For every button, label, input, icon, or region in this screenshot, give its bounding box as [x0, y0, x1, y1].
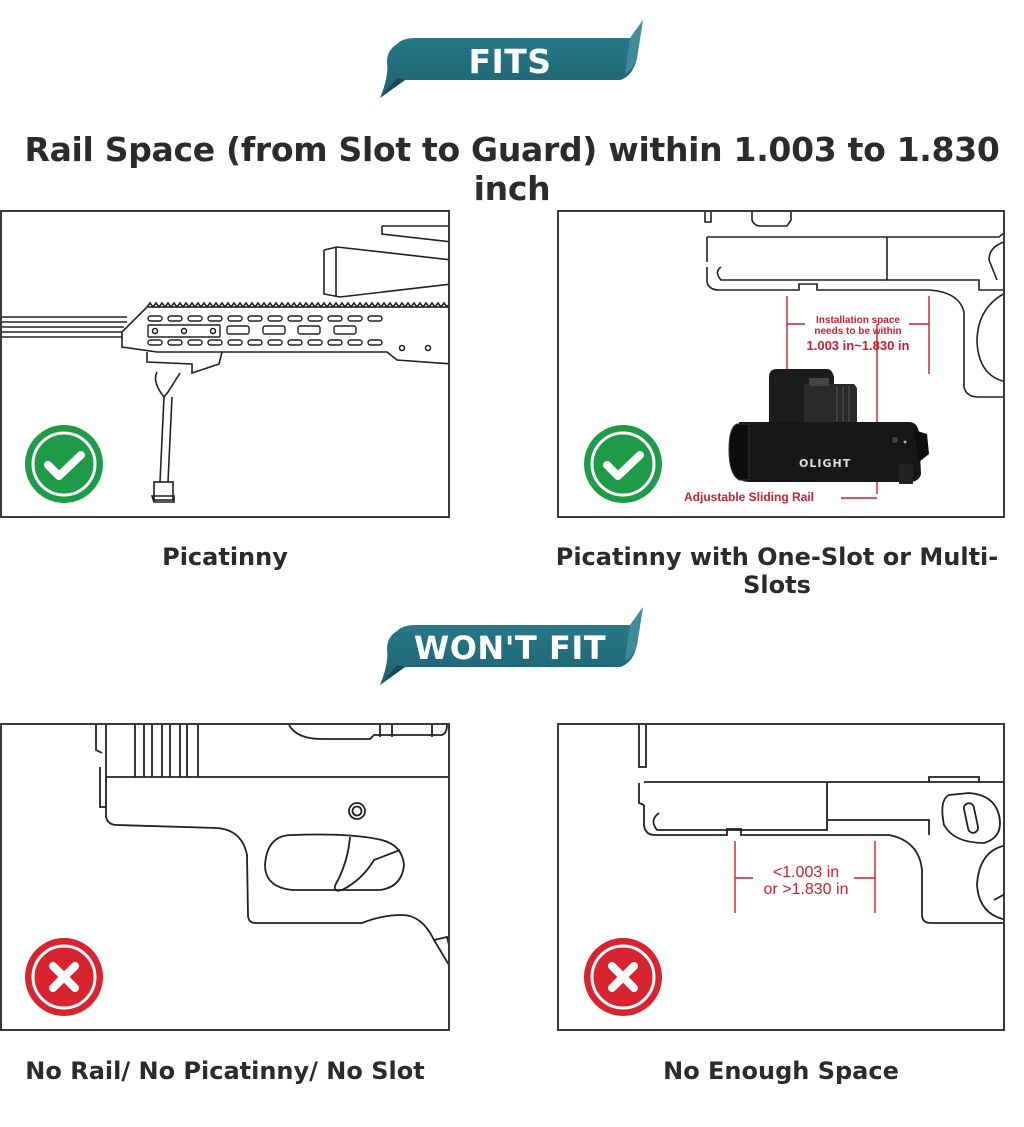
no-enough-space-caption: No Enough Space	[663, 1057, 899, 1085]
picatinny-panel	[0, 210, 450, 518]
sliding-rail-callout: Adjustable Sliding Rail	[684, 490, 815, 504]
weapon-light-icon	[728, 369, 929, 484]
pistol-short-rail-illustration	[638, 725, 1003, 924]
cross-badge-icon	[25, 938, 103, 1016]
no-rail-caption: No Rail/ No Picatinny/ No Slot	[25, 1057, 425, 1085]
olight-brand-label: OLIGHT	[799, 457, 852, 470]
install-space-annotation: Installation space needs to be within 1.…	[795, 315, 921, 353]
install-space-line1: Installation space	[816, 315, 900, 326]
pistol-no-rail-illustration	[95, 725, 448, 966]
ribbon-icon	[380, 607, 643, 685]
rifle-illustration	[2, 225, 448, 503]
picatinny-slots-caption: Picatinny with One-Slot or Multi-Slots	[555, 543, 999, 599]
check-badge-icon	[584, 425, 662, 503]
space-range-line1: <1.003 in	[772, 864, 840, 881]
wont-fit-banner-label: WON'T FIT	[413, 629, 607, 667]
cross-badge-icon	[584, 938, 662, 1016]
picatinny-slots-panel: Installation space needs to be within 1.…	[557, 210, 1005, 518]
picatinny-caption: Picatinny	[162, 543, 288, 571]
space-range-line2: or >1.830 in	[763, 880, 849, 898]
rail-space-headline: Rail Space (from Slot to Guard) within 1…	[24, 130, 1000, 208]
install-space-line2: needs to be within	[814, 325, 902, 337]
check-badge-icon	[25, 425, 103, 503]
fits-banner: FITS	[375, 18, 645, 98]
dimension-lines	[734, 841, 876, 913]
no-enough-space-panel: <1.003 in or >1.830 in	[557, 723, 1005, 1031]
space-range-annotation: <1.003 in or >1.830 in	[745, 864, 867, 899]
install-space-range: 1.003 in~1.830 in	[806, 338, 910, 353]
ribbon-icon	[380, 20, 643, 98]
pistol-light-illustration	[704, 212, 1003, 398]
fits-banner-label: FITS	[468, 42, 552, 81]
no-rail-panel	[0, 723, 450, 1031]
wont-fit-banner: WON'T FIT	[375, 605, 645, 685]
